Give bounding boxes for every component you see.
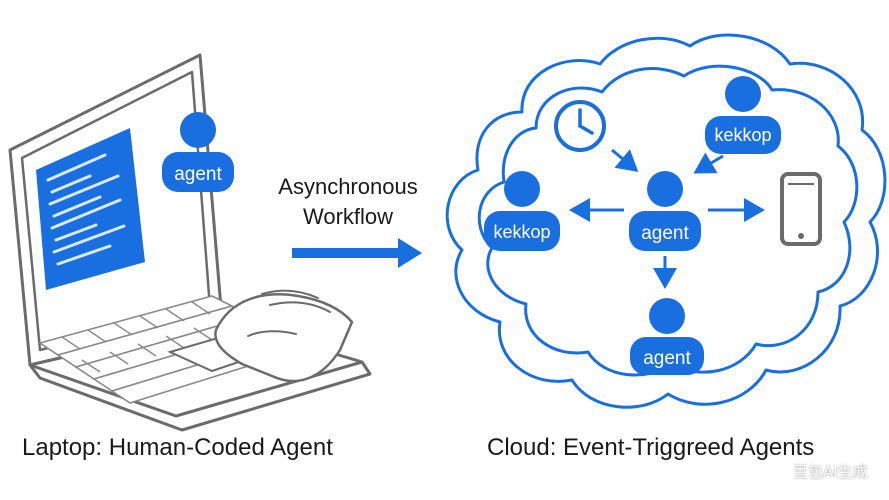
workflow-label: Asynchronous Workflow xyxy=(258,172,438,232)
agent-body-icon xyxy=(705,116,781,154)
agent-body-icon xyxy=(630,337,704,375)
cloud-left-node: kekkop xyxy=(484,171,560,251)
left-node-label: kekkop xyxy=(493,222,550,242)
laptop-deck-edge xyxy=(28,361,372,432)
agent-head-icon xyxy=(647,171,683,207)
agent-body-icon xyxy=(484,211,560,251)
cloud-bottom-agent: agent xyxy=(630,298,704,375)
cloud-top-right-node: kekkop xyxy=(705,76,781,154)
agent-head-icon xyxy=(504,171,540,207)
clock-icon xyxy=(554,100,606,152)
laptop-agent: agent xyxy=(162,112,234,192)
bottom-agent-label: agent xyxy=(643,348,691,369)
phone-icon xyxy=(780,172,822,246)
agent-head-icon xyxy=(180,112,216,148)
hand-icon xyxy=(214,293,354,383)
finger-lines xyxy=(247,289,331,337)
workflow-line-2: Workflow xyxy=(302,204,394,229)
arrow-kekkop-to-agent xyxy=(693,152,724,174)
agent-head-icon xyxy=(649,298,685,334)
workflow-arrow xyxy=(292,238,422,268)
top-right-node-label: kekkop xyxy=(714,125,771,145)
cloud-center-agent: agent xyxy=(629,171,701,251)
center-agent-label: agent xyxy=(641,223,689,244)
laptop-illustration: agent xyxy=(8,53,372,432)
agent-head-icon xyxy=(725,76,761,112)
laptop-agent-label: agent xyxy=(174,164,222,185)
code-lines xyxy=(46,153,126,266)
laptop-caption: Laptop: Human-Coded Agent xyxy=(22,434,333,461)
workflow-line-1: Asynchronous xyxy=(278,174,418,199)
arrow-clock-to-agent xyxy=(611,148,639,172)
watermark: 豆包AI生成 xyxy=(793,463,868,481)
agent-body-icon xyxy=(629,211,701,251)
cloud-caption: Cloud: Event-Triggreed Agents xyxy=(487,434,815,461)
agent-body-icon xyxy=(162,152,234,192)
cloud-arrows xyxy=(569,148,765,289)
